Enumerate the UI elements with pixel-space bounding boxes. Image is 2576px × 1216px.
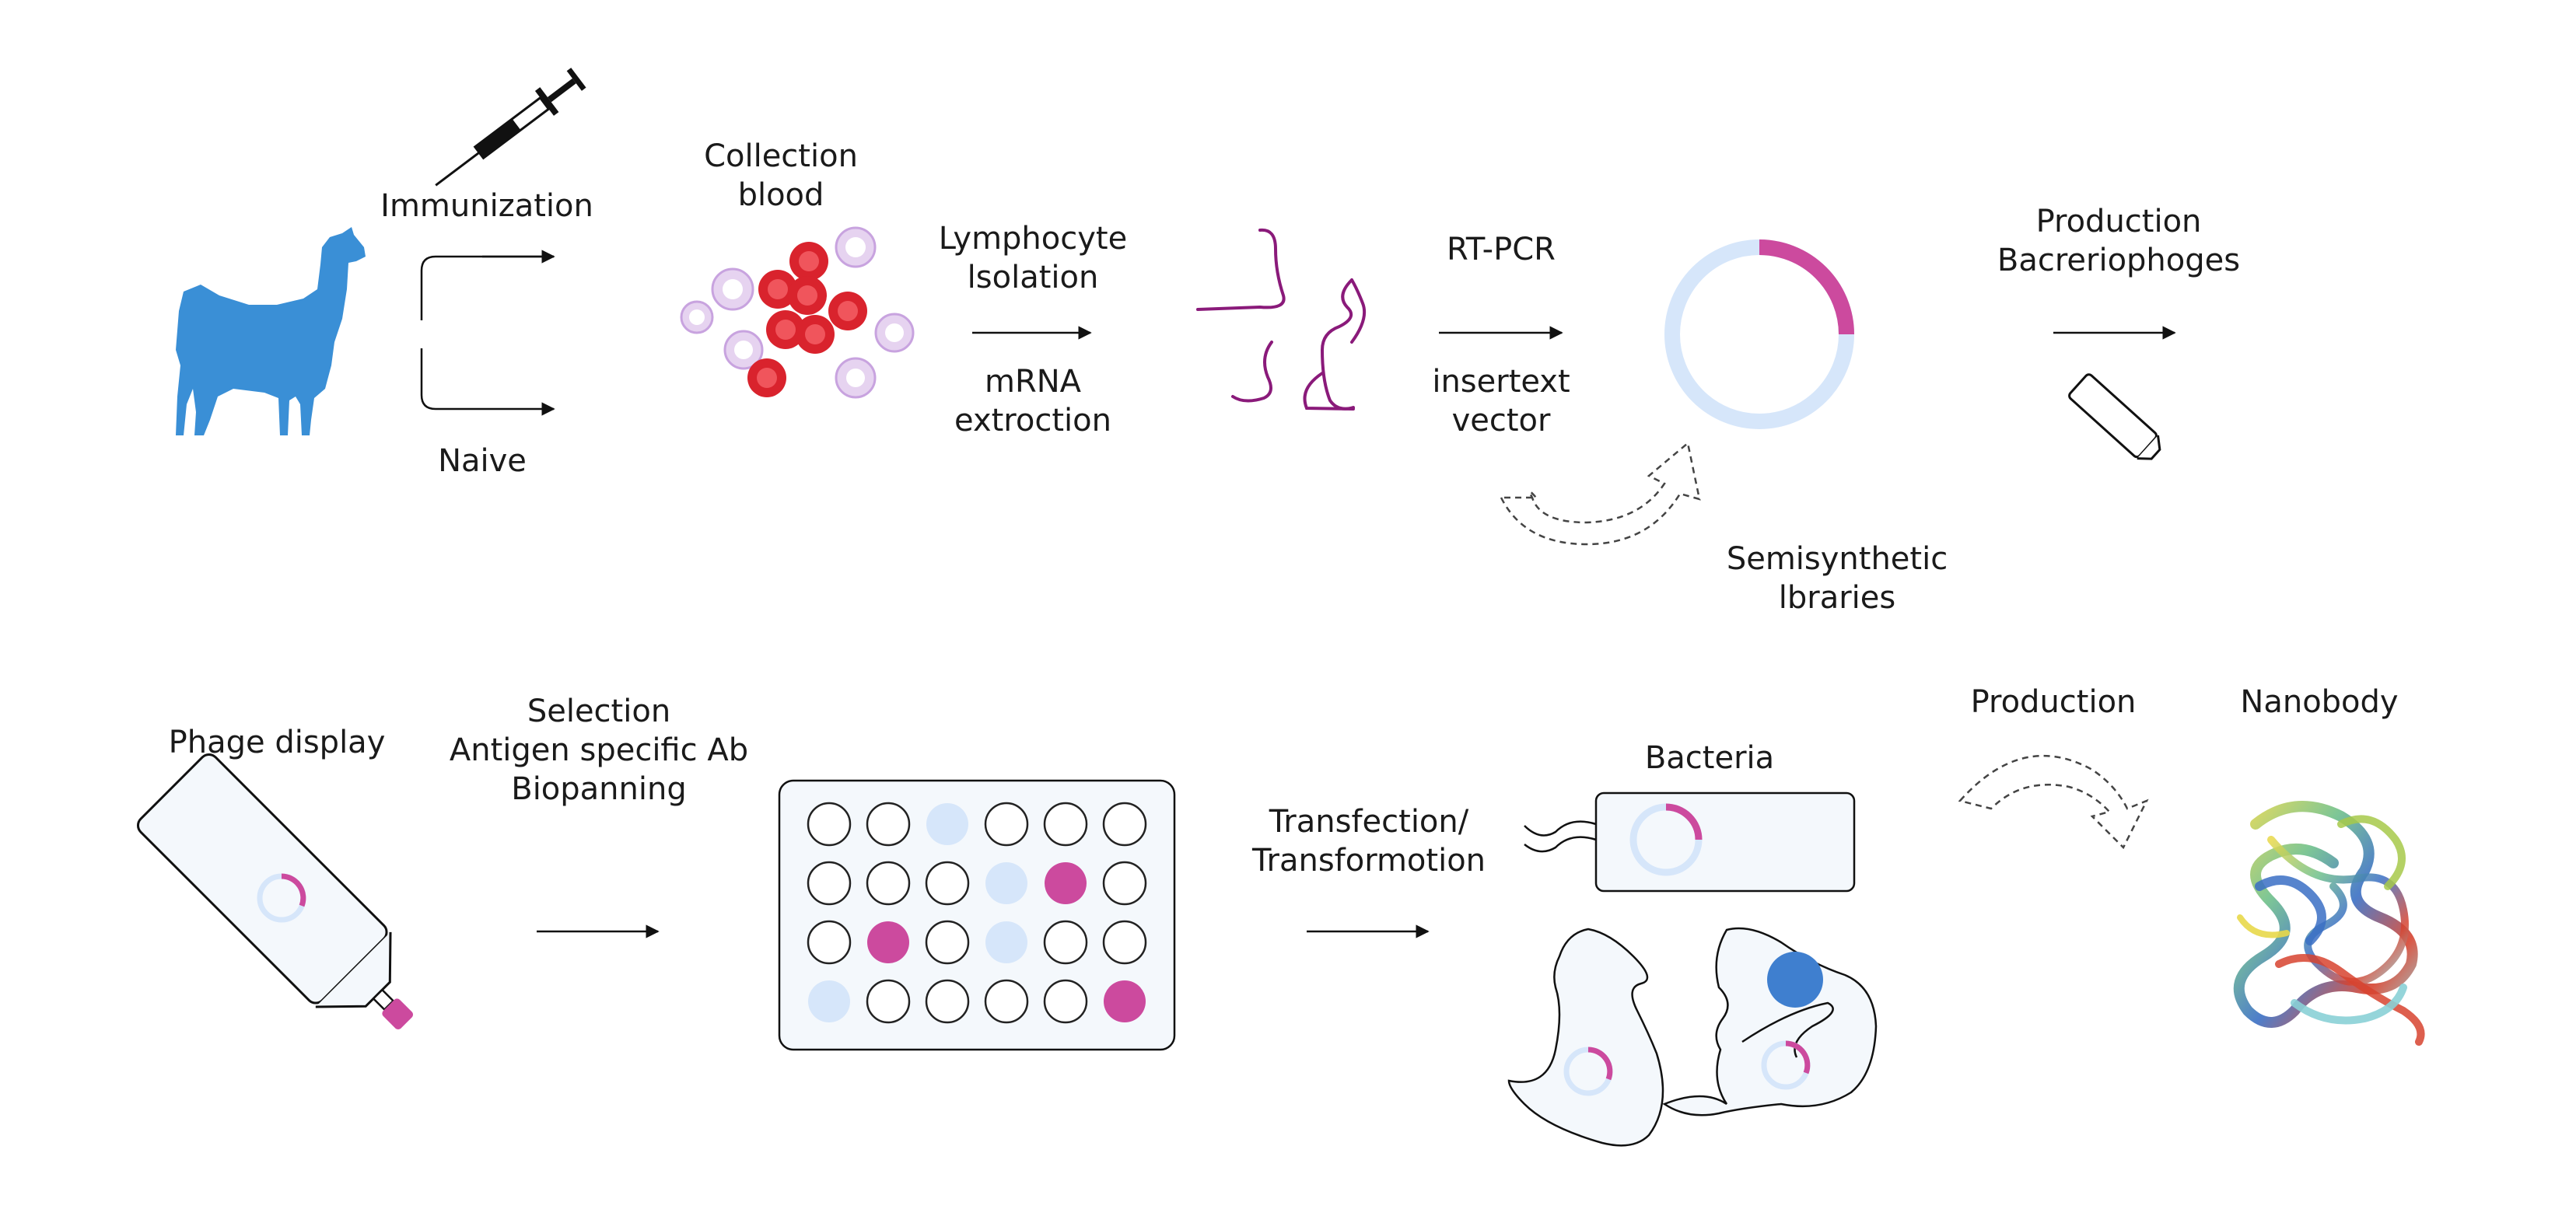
- label-semisynthetic-libraries: Semisynthetic lbraries: [1727, 540, 1948, 617]
- yeast-cell-icon: [1507, 928, 1664, 1147]
- label-semisynthetic: Semisynthetic: [1726, 541, 1948, 577]
- label-selection-line3: Biopanning: [511, 771, 687, 807]
- phage-capsule-icon: [2068, 373, 2161, 460]
- mrna-strands-icon: [1196, 228, 1367, 411]
- label-collection-blood: Collection blood: [704, 137, 858, 215]
- plasmid-vector-icon: [1664, 239, 1854, 429]
- label-lymphocyte-isolation: Lymphocyte lsolation: [939, 219, 1127, 297]
- well-r4-c5: [1043, 979, 1088, 1024]
- label-mrna: mRNA: [984, 364, 1082, 400]
- nanobody-structure-icon: [2233, 801, 2425, 1046]
- well-plate: [778, 779, 1176, 1051]
- label-libraries: lbraries: [1778, 580, 1896, 616]
- label-insert-vector: insertext vector: [1432, 362, 1570, 440]
- label-bacteria: Bacteria: [1644, 740, 1775, 776]
- label-collection: Collection: [704, 138, 858, 174]
- well-r3-c3: [925, 920, 970, 965]
- label-selection-line1: Selection: [527, 694, 671, 729]
- well-r2-c4: [985, 862, 1027, 904]
- label-insertext: insertext: [1432, 364, 1570, 400]
- well-r1-c2: [866, 802, 911, 847]
- mammalian-cell-icon: [1662, 927, 1878, 1116]
- label-mrna-extraction: mRNA extroction: [954, 362, 1111, 440]
- label-nanobody: Nanobody: [2240, 684, 2399, 720]
- well-r3-c1: [807, 920, 852, 965]
- well-r1-c5: [1043, 802, 1088, 847]
- label-bacteriophages: Bacreriophoges: [1997, 243, 2241, 278]
- well-r4-c4: [984, 979, 1029, 1024]
- label-production-bottom: Production: [1970, 684, 2137, 720]
- well-r4-c3: [925, 979, 970, 1024]
- well-r2-c6: [1102, 861, 1147, 906]
- label-production-bacteriophages: Production Bacreriophoges: [1997, 202, 2240, 280]
- label-production-top: Production: [2035, 204, 2202, 239]
- dashed-production-arrow: [1958, 754, 2149, 850]
- well-r1-c4: [984, 802, 1029, 847]
- label-extraction: extroction: [954, 403, 1111, 439]
- well-r2-c1: [807, 861, 852, 906]
- label-blood: blood: [737, 177, 824, 213]
- label-transfection-line1: Transfection/: [1269, 804, 1469, 840]
- well-r3-c4: [985, 921, 1027, 963]
- well-r1-c3: [926, 803, 968, 845]
- syringe-icon: [435, 68, 586, 187]
- label-phage-display: Phage display: [168, 725, 386, 760]
- bacterium-icon: [1524, 791, 1856, 893]
- phage-display-tube-icon: [136, 753, 414, 1030]
- label-rt-pcr: RT-PCR: [1447, 232, 1556, 267]
- label-lymphocyte: Lymphocyte: [938, 221, 1128, 257]
- well-r3-c6: [1102, 920, 1147, 965]
- dashed-cycle-arrow: [1499, 441, 1701, 546]
- label-vector: vector: [1451, 403, 1551, 439]
- label-transfection: Transfection/ Transformotion: [1252, 802, 1486, 880]
- well-r4-c2: [866, 979, 911, 1024]
- well-r3-c5: [1043, 920, 1088, 965]
- llama-icon: [176, 227, 366, 435]
- well-r2-c2: [866, 861, 911, 906]
- label-selection-line2: Antigen specific Ab: [449, 732, 749, 768]
- well-r2-c5: [1045, 862, 1087, 904]
- well-r3-c2: [867, 921, 909, 963]
- label-transfection-line2: Transformotion: [1251, 843, 1486, 879]
- label-naive: Naive: [438, 443, 527, 479]
- well-r4-c1: [808, 980, 850, 1022]
- well-r4-c6: [1104, 980, 1146, 1022]
- label-isolation: lsolation: [967, 260, 1099, 295]
- well-r2-c3: [925, 861, 970, 906]
- label-immunization: Immunization: [380, 188, 593, 224]
- blood-cells: [680, 226, 915, 399]
- branch-arrows: [420, 255, 554, 320]
- well-r1-c1: [807, 802, 852, 847]
- label-selection: Selection Antigen specific Ab Biopanning: [450, 692, 748, 809]
- well-r1-c6: [1102, 802, 1147, 847]
